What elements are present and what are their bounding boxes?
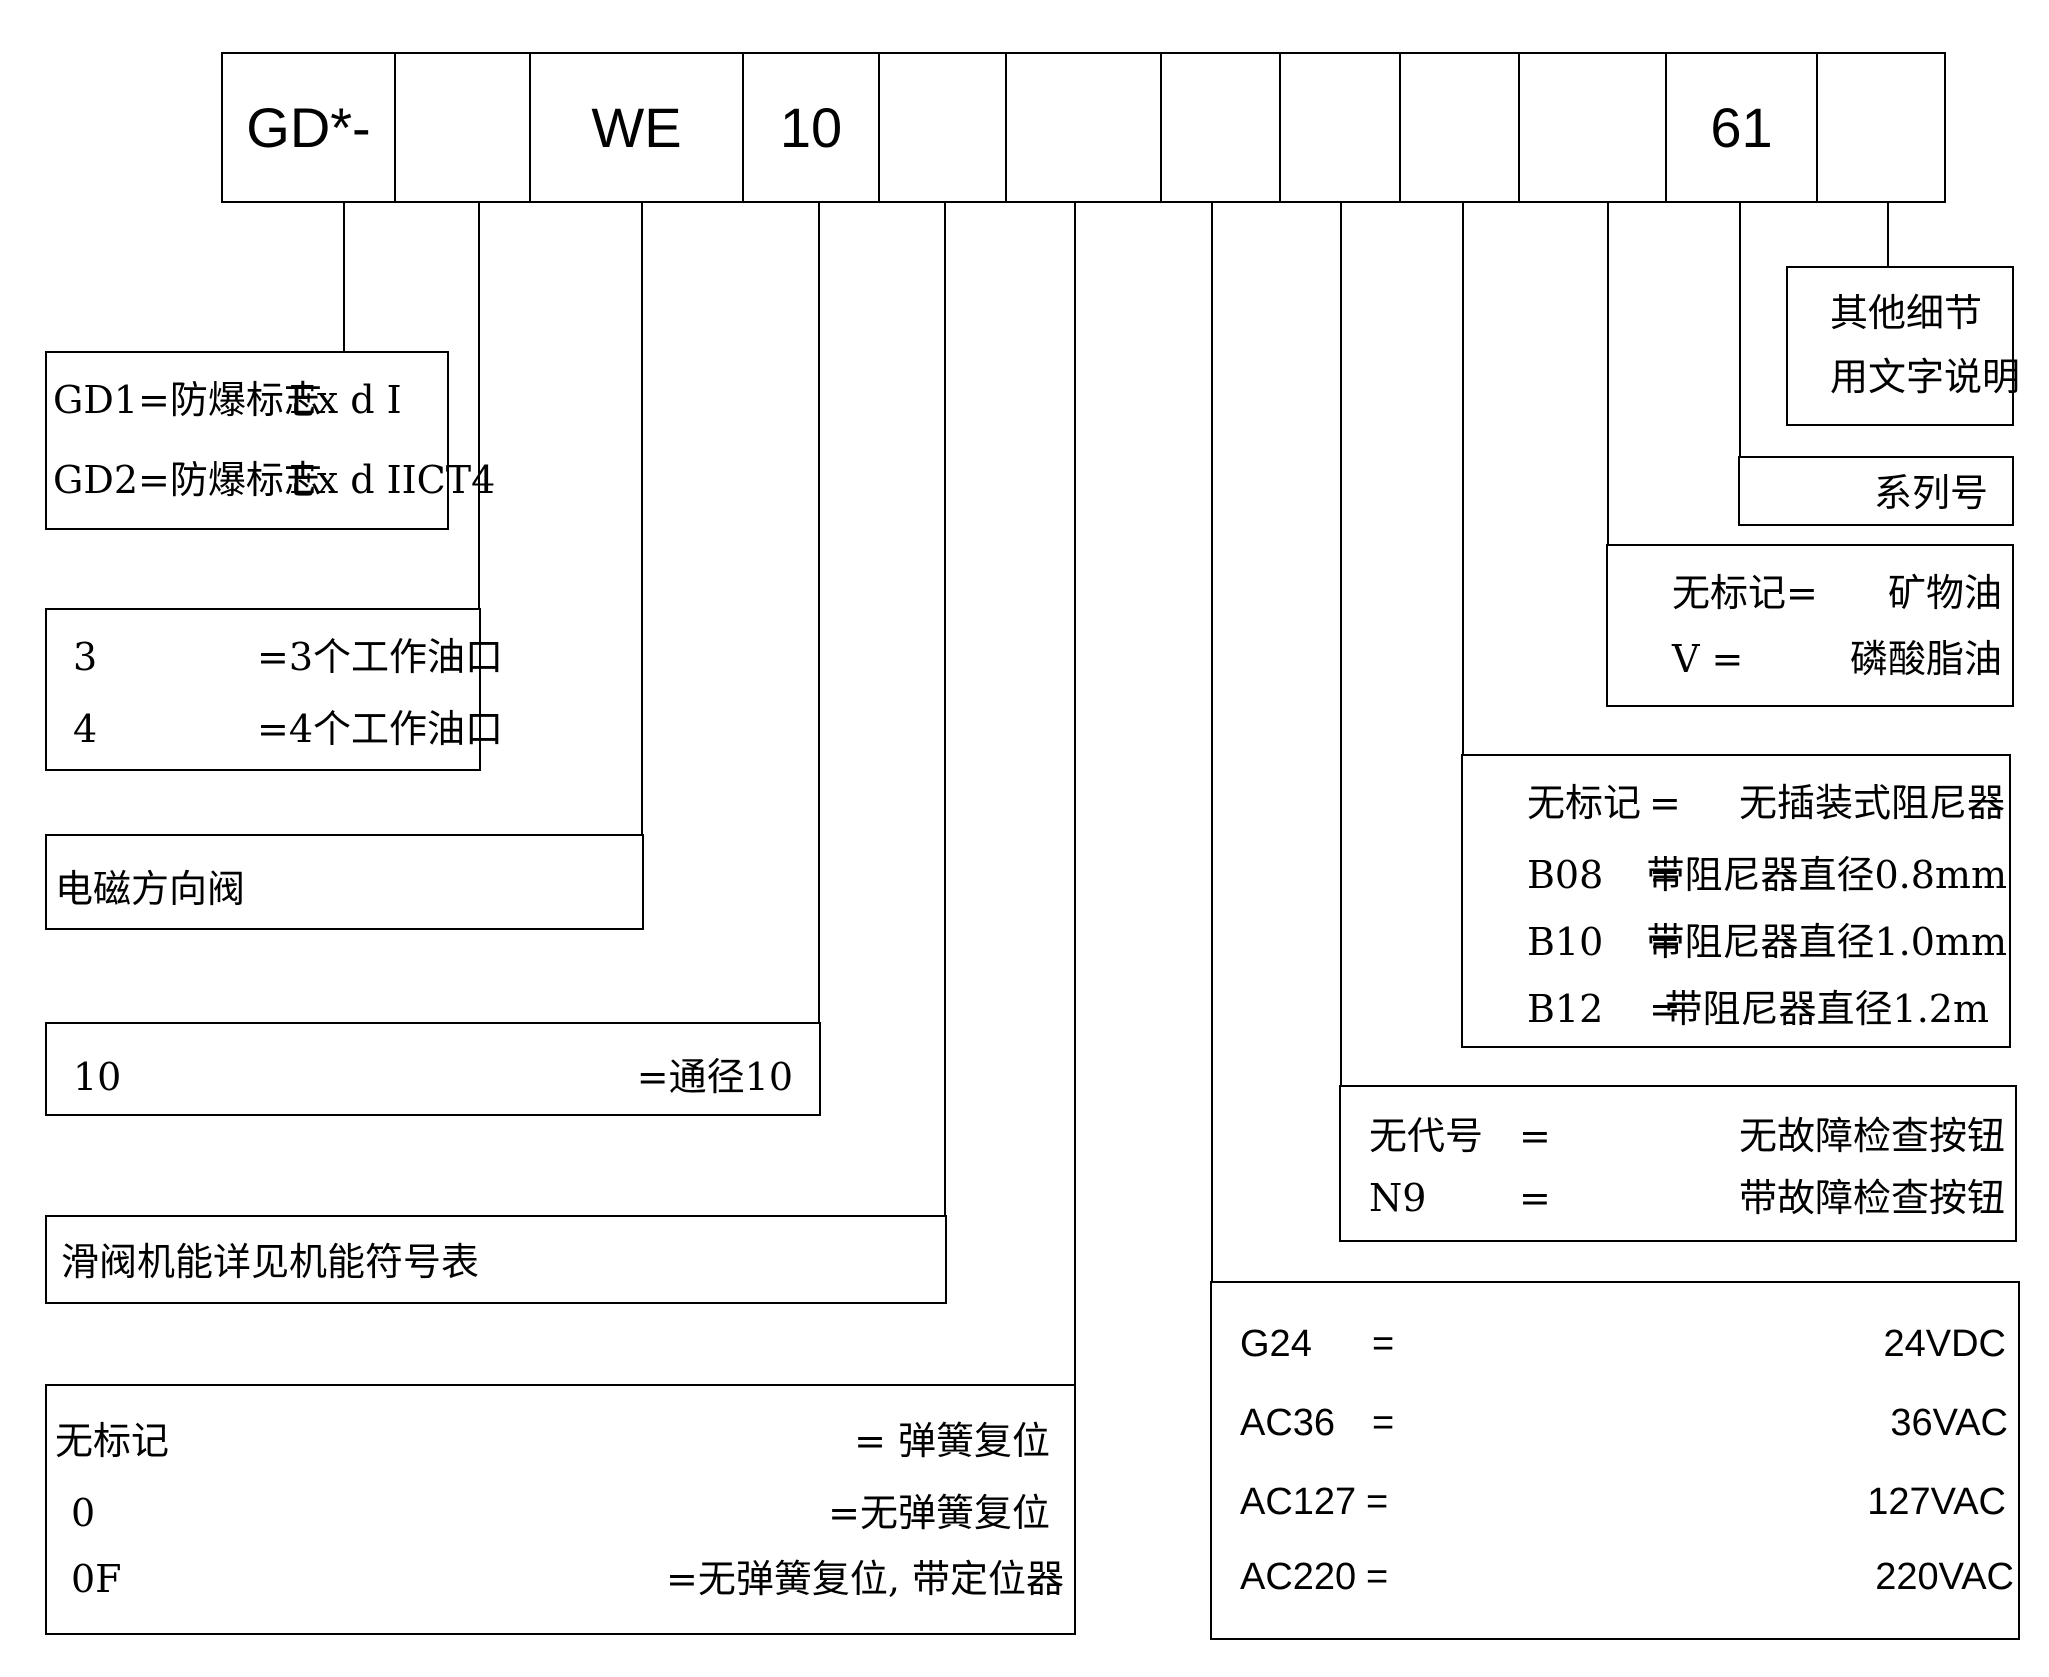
code-cell-size: 10 [744,54,880,201]
other-details-box: 其他细节 用文字说明 [1786,266,2020,426]
protection-line-1-mark: Ex d I [289,378,402,422]
voltage-row-2-eq: = [1372,1402,1395,1444]
damper-row-4-eq: = [1649,987,1681,1031]
oil-row-2-desc: 磷酸脂油 [1849,637,2002,681]
voltage-row-4-eq: = [1366,1556,1389,1598]
code-cell-voltage [1162,54,1281,201]
model-code-row: GD*- WE 10 61 [221,52,1946,203]
code-cell-button [1281,54,1401,201]
damper-row-2-eq: = [1649,853,1681,897]
button-row-1-code: 无代号 [1369,1114,1484,1158]
series-label: 系列号 [1873,471,1988,515]
valve-type-box: 电磁方向阀 [45,834,644,930]
damper-row-2-desc: 带阻尼器直径0.8mm [1646,853,2008,897]
other-details-line-1: 其他细节 [1830,291,1983,335]
voltage-row-3-eq: = [1366,1481,1389,1523]
ports-row-2-desc: =4个工作油口 [257,707,504,751]
voltage-row-3-code: AC127 [1240,1481,1357,1523]
protection-line-1-code: GD1=防爆标志 [53,378,322,422]
other-details-line-2: 用文字说明 [1830,355,2021,399]
series-box: 系列号 [1738,456,2014,526]
oil-row-2-code: V = [1672,637,1744,681]
voltage-row-3-desc: 127VAC [1867,1481,2006,1523]
code-cell-series: 61 [1667,54,1818,201]
voltage-row-1-code: G24 [1240,1323,1312,1365]
reset-row-1-desc: = 弹簧复位 [854,1419,1050,1463]
voltage-box: G24 = 24VDC AC36 = 36VAC AC127 = 127VAC … [1210,1281,2020,1640]
voltage-row-2-code: AC36 [1240,1402,1336,1444]
code-cell-function-a [880,54,1007,201]
damper-row-4-code: B12 [1527,987,1604,1031]
function-label: 滑阀机能详见机能符号表 [61,1240,480,1284]
code-cell-ports [396,54,531,201]
reset-box: 无标记 = 弹簧复位 0 =无弹簧复位 0F =无弹簧复位, 带定位器 [45,1384,1076,1635]
button-row-2-desc: 带故障检查按钮 [1738,1176,2005,1220]
reset-row-3-desc: =无弹簧复位, 带定位器 [666,1557,1064,1601]
button-row-2-code: N9 [1369,1176,1427,1220]
damper-box: 无标记 = 无插装式阻尼器 B08 = 带阻尼器直径0.8mm B10 = 带阻… [1461,754,2011,1048]
code-cell-type: WE [531,54,744,201]
size-code: 10 [73,1055,122,1099]
valve-type-label: 电磁方向阀 [55,867,246,911]
ports-box: 3 =3个工作油口 4 =4个工作油口 [45,608,503,771]
voltage-row-4-code: AC220 [1240,1556,1357,1598]
ports-row-2-code: 4 [73,707,98,751]
protection-line-2-mark: Ex d IICT4 [289,458,496,502]
voltage-row-2-desc: 36VAC [1890,1402,2008,1444]
ports-row-1-desc: =3个工作油口 [257,635,504,679]
damper-row-1-eq: = [1649,781,1681,825]
button-row-2-eq: = [1519,1176,1551,1220]
reset-row-3-code: 0F [71,1557,122,1601]
reset-row-2-desc: =无弹簧复位 [828,1491,1050,1535]
ports-row-1-code: 3 [73,635,98,679]
damper-row-2-code: B08 [1527,853,1604,897]
button-box: 无代号 = 无故障检查按钮 N9 = 带故障检查按钮 [1339,1085,2017,1242]
oil-box: 无标记= 矿物油 V = 磷酸脂油 [1606,544,2014,707]
button-row-1-eq: = [1519,1114,1551,1158]
code-cell-damper [1401,54,1520,201]
button-row-1-desc: 无故障检查按钮 [1738,1114,2005,1158]
damper-row-1-code: 无标记 [1527,781,1642,825]
code-cell-protection: GD*- [223,54,396,201]
protection-line-2-code: GD2=防爆标志 [53,458,322,502]
damper-row-3-eq: = [1649,920,1681,964]
damper-row-3-code: B10 [1527,920,1604,964]
size-box: 10 =通径10 [45,1022,821,1116]
code-cell-function-b [1007,54,1162,201]
protection-box: GD1=防爆标志 Ex d I GD2=防爆标志 Ex d IICT4 [45,351,495,530]
oil-row-1-desc: 矿物油 [1887,571,2002,615]
voltage-row-1-eq: = [1372,1323,1395,1365]
voltage-row-4-desc: 220VAC [1875,1556,2014,1598]
reset-row-1-code: 无标记 [55,1419,170,1463]
function-box: 滑阀机能详见机能符号表 [45,1215,947,1304]
code-cell-other [1818,54,1946,201]
size-desc: =通径10 [636,1055,793,1099]
damper-row-1-desc: 无插装式阻尼器 [1738,781,2005,825]
voltage-row-1-desc: 24VDC [1883,1323,2007,1365]
code-cell-oil [1520,54,1667,201]
damper-row-3-desc: 带阻尼器直径1.0mm [1646,920,2008,964]
damper-row-4-desc: 带阻尼器直径1.2m [1664,987,1989,1031]
reset-row-2-code: 0 [71,1491,96,1535]
oil-row-1-code: 无标记= [1672,571,1818,615]
